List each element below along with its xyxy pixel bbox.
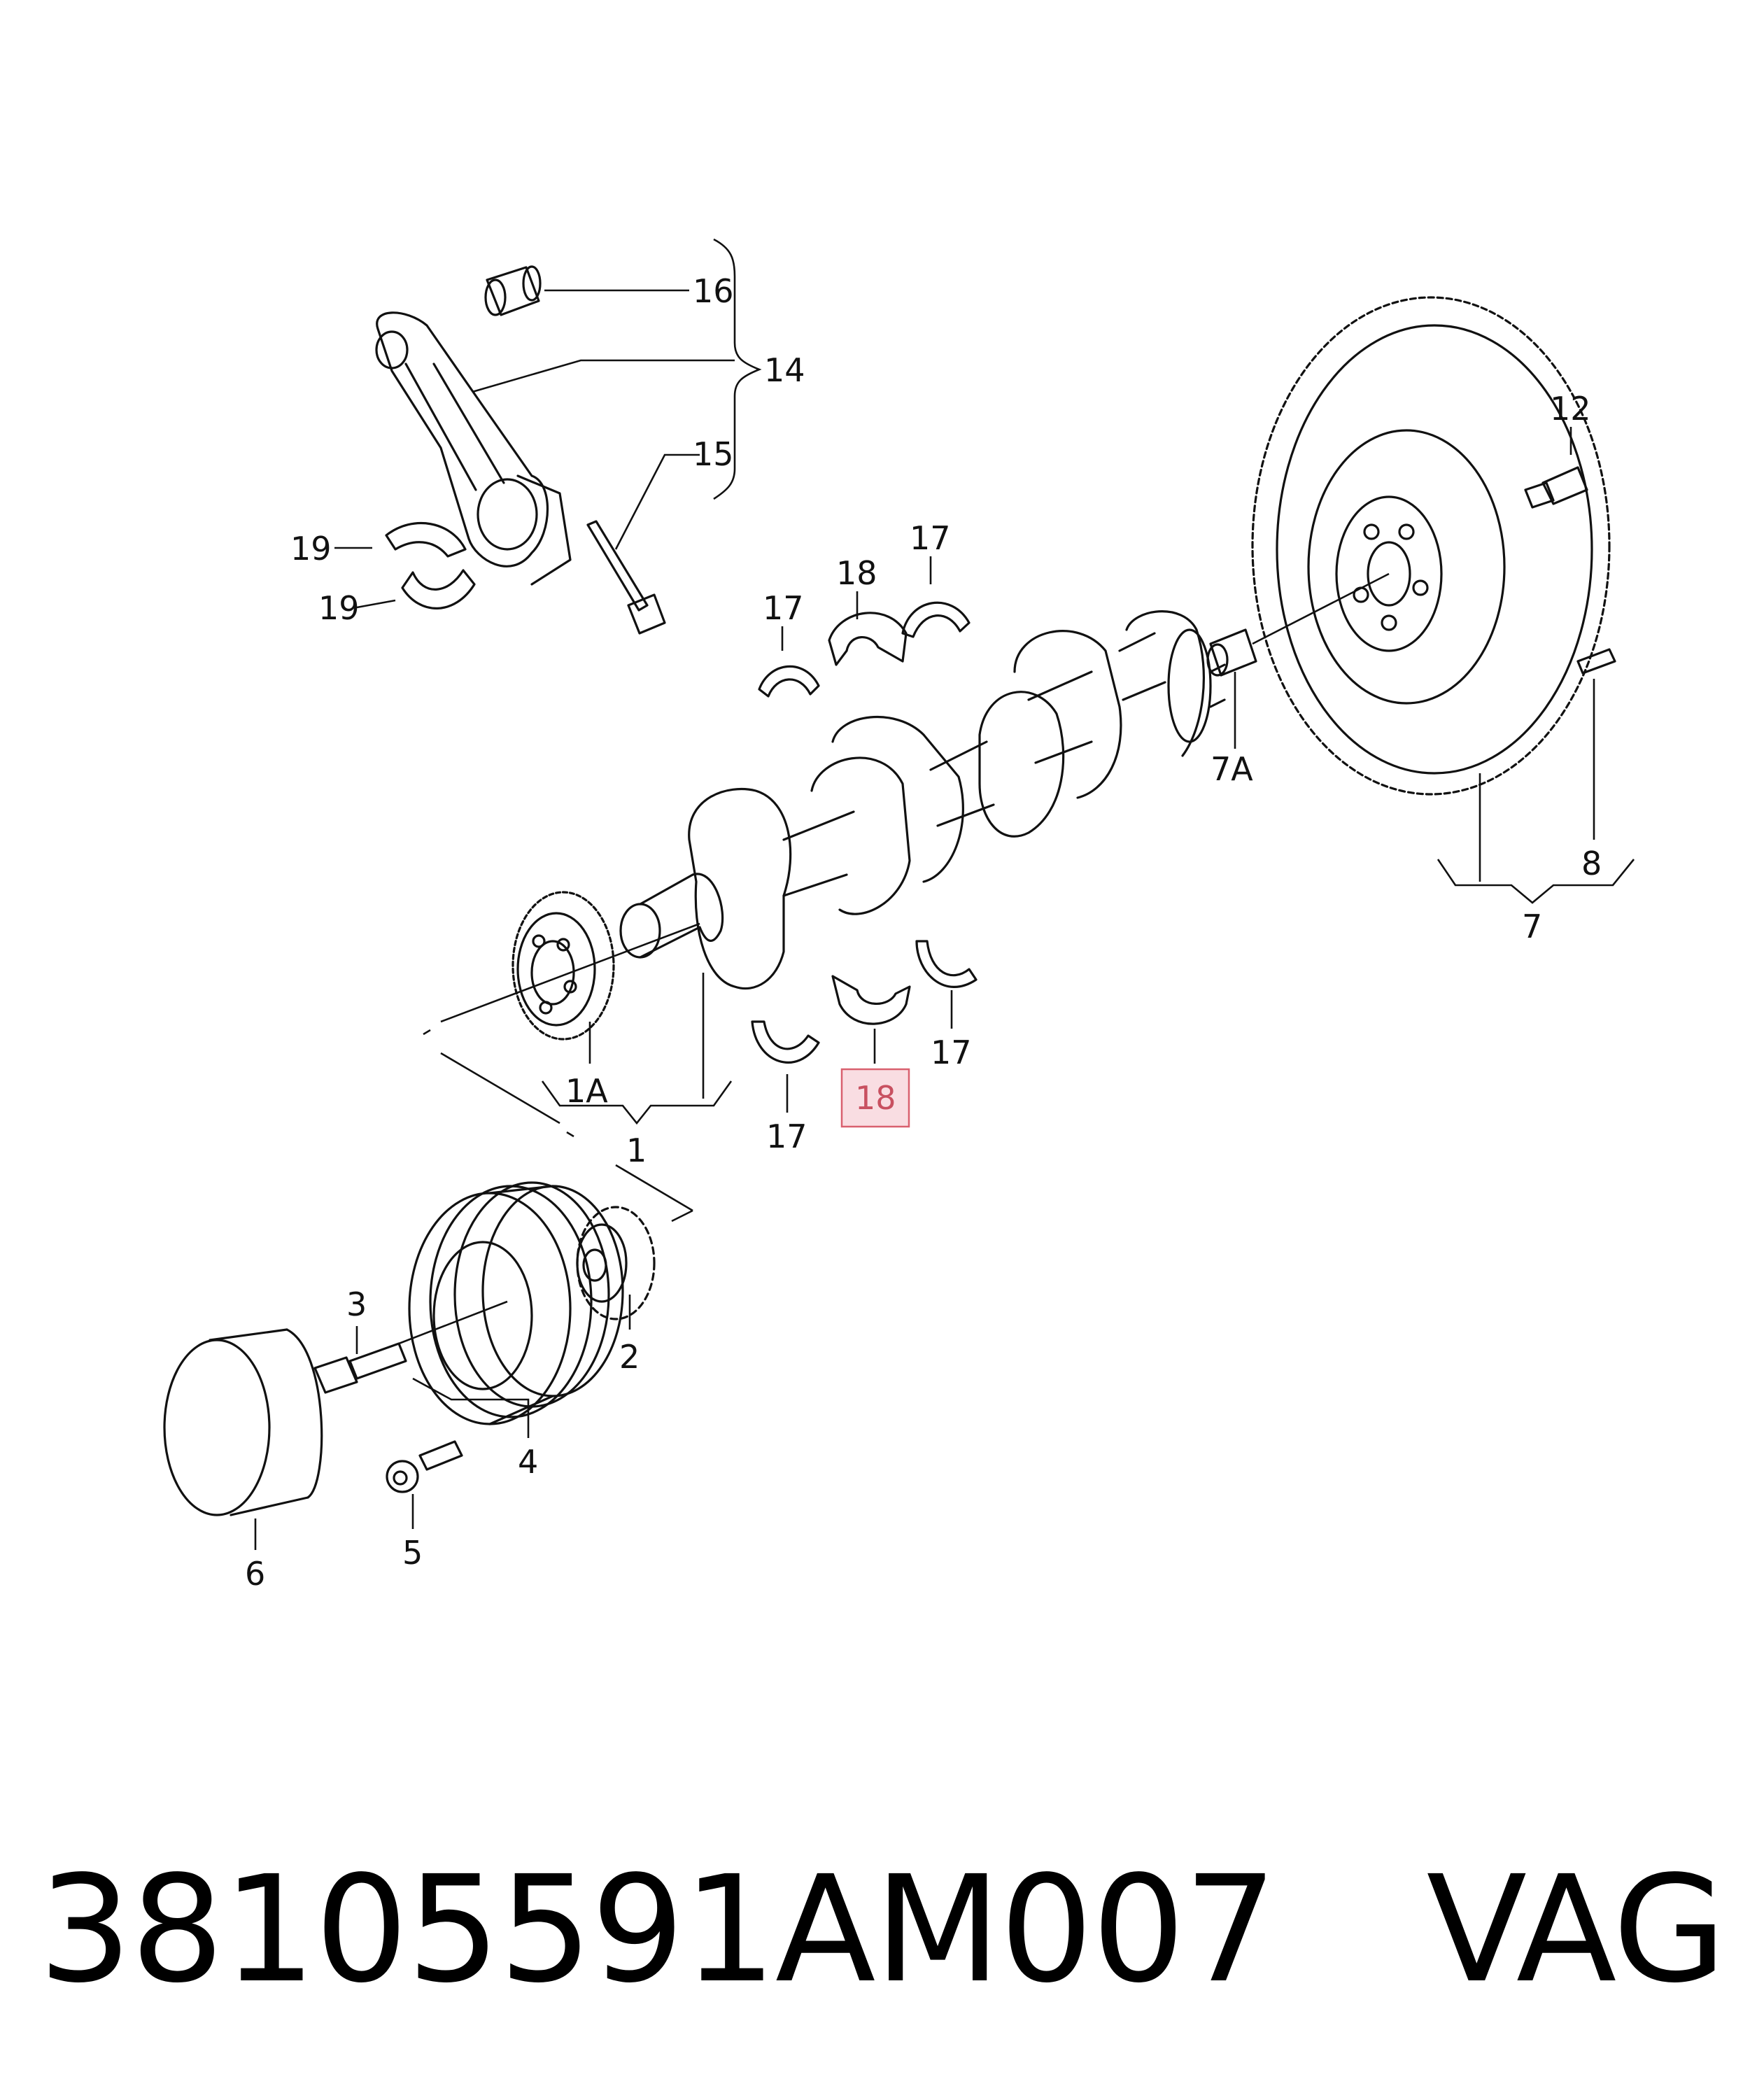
callout-6[interactable]: 6 <box>245 1555 265 1593</box>
callout-17-top-left[interactable]: 17 <box>763 589 804 627</box>
callout-16[interactable]: 16 <box>693 272 734 310</box>
leader-19b <box>356 599 396 609</box>
crankshaft-pulley <box>408 1181 624 1425</box>
callout-2[interactable]: 2 <box>619 1338 640 1376</box>
thrust-washer-17a <box>758 665 820 698</box>
part-number: 38105591AM007 <box>38 1844 1278 2015</box>
bracket-14 <box>713 238 762 500</box>
assembly-guide-lines <box>423 1029 693 1222</box>
callout-12[interactable]: 12 <box>1550 390 1591 428</box>
flywheel-bolt <box>1524 466 1588 509</box>
thrust-washer-17b <box>901 601 971 638</box>
bracket-1 <box>541 1080 733 1125</box>
pulley-center-bolt <box>313 1342 407 1394</box>
callout-18-highlighted[interactable]: 18 <box>855 1079 896 1117</box>
main-bearing-shell-18b <box>831 975 911 1025</box>
callout-5[interactable]: 5 <box>402 1534 423 1572</box>
axis-line-4 <box>398 1300 508 1345</box>
connecting-rod <box>375 311 572 586</box>
leader-4 <box>412 1377 530 1438</box>
callout-1[interactable]: 1 <box>626 1132 647 1169</box>
callout-17-bottom-left[interactable]: 17 <box>766 1118 807 1155</box>
sprocket <box>576 1206 656 1320</box>
crankshaft <box>619 610 1226 990</box>
dowel-pin <box>1576 648 1616 675</box>
callout-7[interactable]: 7 <box>1522 908 1542 945</box>
callout-1a[interactable]: 1A <box>565 1072 608 1110</box>
thrust-washer-17d <box>915 940 978 988</box>
callout-3[interactable]: 3 <box>346 1285 367 1323</box>
flywheel <box>1251 296 1611 796</box>
axis-line-1 <box>440 922 700 1023</box>
rod-bearing-shell-upper <box>385 521 467 558</box>
part-caption: 38105591AM007 VAG <box>38 1844 1726 2015</box>
callout-19-upper[interactable]: 19 <box>290 530 332 568</box>
cover-cap <box>163 1328 323 1516</box>
callout-4[interactable]: 4 <box>518 1443 538 1481</box>
callout-17-bottom-right[interactable]: 17 <box>931 1034 972 1071</box>
callout-7a[interactable]: 7A <box>1211 750 1253 788</box>
main-bearing-shell-18a <box>828 612 908 666</box>
callout-15[interactable]: 15 <box>693 435 734 473</box>
crankshaft-gear <box>511 891 615 1041</box>
leader-15 <box>614 453 700 550</box>
callout-17-top-right[interactable]: 17 <box>910 519 951 557</box>
pilot-bearing <box>1206 628 1257 677</box>
axis-line-7a <box>1252 572 1390 645</box>
leader-14 <box>472 359 735 393</box>
connecting-rod-bolt <box>586 520 666 635</box>
bracket-7 <box>1437 859 1635 904</box>
callout-8[interactable]: 8 <box>1581 845 1602 882</box>
callout-19-lower[interactable]: 19 <box>318 589 360 627</box>
piston-pin-bushing <box>484 265 542 316</box>
callout-14[interactable]: 14 <box>764 351 805 389</box>
thrust-washer-17c <box>751 1020 820 1064</box>
callout-18-top[interactable]: 18 <box>836 554 877 592</box>
rod-bearing-shell-lower <box>401 569 476 609</box>
brand-name: VAG <box>1426 1844 1727 2015</box>
callout-18-highlight-box <box>840 1068 910 1128</box>
pulley-bolt <box>386 1440 463 1493</box>
